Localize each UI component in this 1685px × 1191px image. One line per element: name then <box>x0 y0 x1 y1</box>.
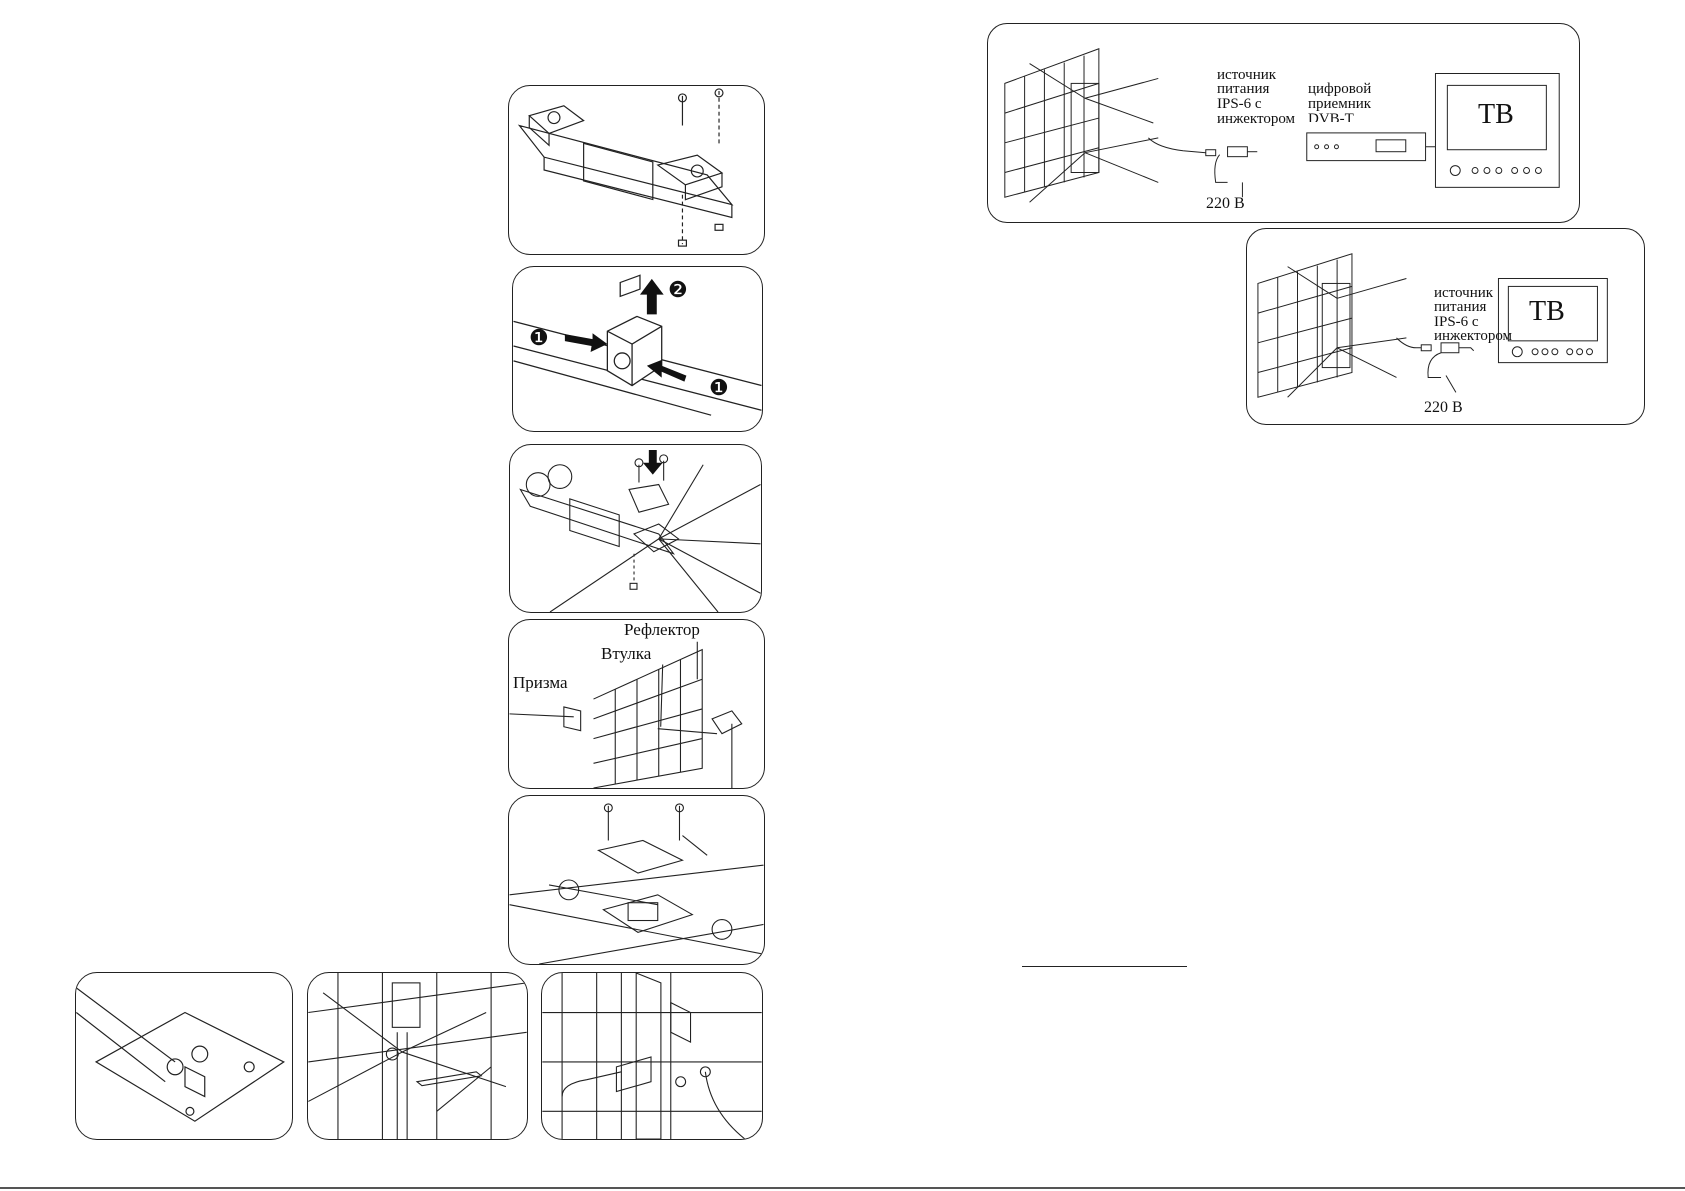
power-supply-label-line4: инжектором <box>1217 111 1296 127</box>
assembly-step-5-panel <box>508 795 765 965</box>
boom-clamps-screws-illustration <box>517 88 734 247</box>
connection-scheme-dvbt-panel: источник питания IPS-6 с инжектором цифр… <box>987 23 1580 223</box>
page-bottom-rule <box>0 1187 1685 1189</box>
mains-voltage-label: 220 В <box>1206 195 1245 212</box>
assembly-step-3-panel <box>509 444 762 613</box>
amplifier-assembly-illustration <box>308 973 527 1139</box>
power-supply-label-line4: инжектором <box>1434 328 1513 344</box>
connection-scheme-analog-panel: источник питания IPS-6 с инжектором ТВ 2… <box>1246 228 1645 425</box>
step-marker-2: ❷ <box>668 277 688 302</box>
power-supply-label-line3: IPS-6 с <box>1434 314 1479 330</box>
power-supply-label-line1: источник <box>1434 285 1494 301</box>
cover-plate-illustration <box>509 803 764 964</box>
receiver-label-line2: приемник <box>1308 96 1372 112</box>
clip-removal-illustration <box>513 274 762 416</box>
mast-bracket-panel <box>541 972 763 1140</box>
power-supply-label-line2: питания <box>1434 299 1487 315</box>
reflector-label: Рефлектор <box>624 620 700 639</box>
amplifier-assembly-panel <box>307 972 528 1140</box>
signature-line <box>1022 966 1187 968</box>
assembly-step-4-panel: Рефлектор Втулка Призма <box>508 619 765 789</box>
receiver-label-line3: DVB-T <box>1308 112 1354 122</box>
step-marker-1-left: ❶ <box>529 325 549 350</box>
assembly-step-1-panel <box>508 85 765 255</box>
reflector-mounting-illustration <box>509 641 743 788</box>
power-supply-label-line2: питания <box>1217 81 1270 97</box>
receiver-label-line1: цифровой <box>1308 81 1372 97</box>
prism-label: Призма <box>513 673 568 692</box>
step-marker-1-right: ❶ <box>709 375 729 400</box>
tv-label: ТВ <box>1478 99 1514 130</box>
vibrator-mounting-illustration <box>519 449 761 612</box>
assembly-step-2-panel: ❷ ❶ ❶ <box>512 266 763 432</box>
antenna-tv-scheme <box>1257 253 1608 398</box>
cable-clamp-panel <box>75 972 293 1140</box>
power-supply-label-line3: IPS-6 с <box>1217 96 1262 112</box>
power-supply-label-line1: источник <box>1217 67 1277 83</box>
bushing-label: Втулка <box>601 644 652 663</box>
mast-bracket-illustration <box>542 973 762 1139</box>
tv-label: ТВ <box>1529 296 1565 327</box>
cable-clamp-illustration <box>76 987 285 1122</box>
antenna-receiver-tv-scheme <box>1004 48 1560 203</box>
mains-voltage-label: 220 В <box>1424 399 1463 416</box>
